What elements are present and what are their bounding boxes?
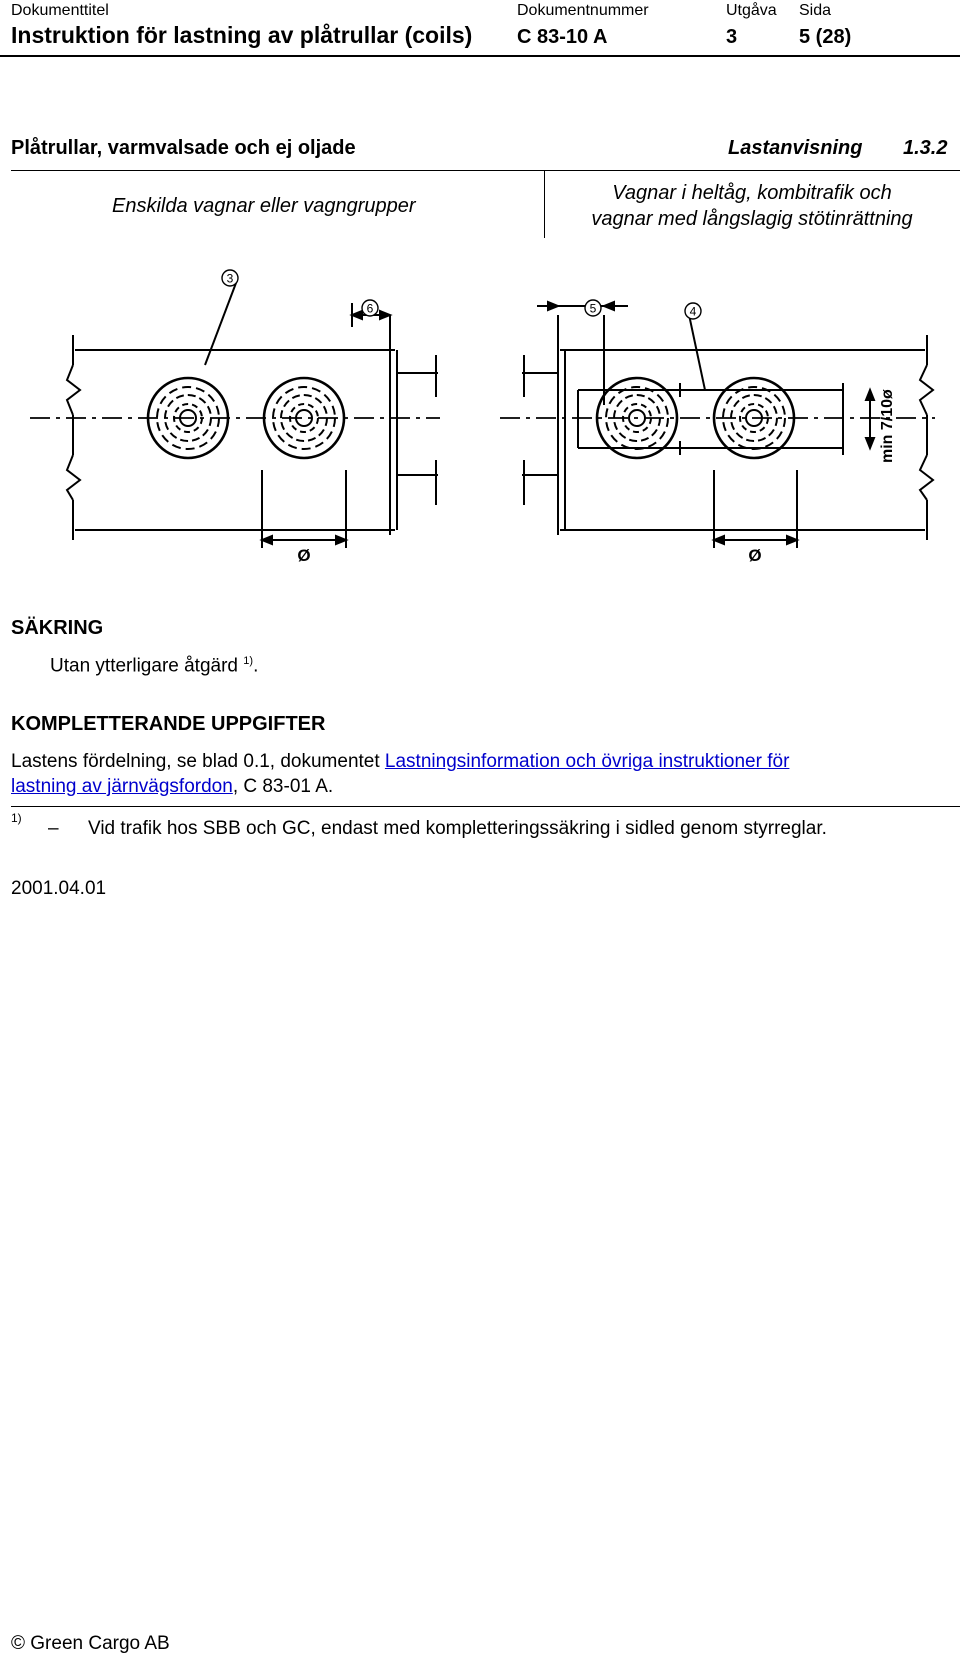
min-dimension-label: min 7/10ø	[879, 389, 896, 463]
footnote-mark: 1)	[11, 811, 22, 825]
footnote-dash: –	[48, 818, 59, 839]
column-right-title-2: vagnar med långslagig stötinrättning	[591, 208, 913, 230]
section-rule	[11, 170, 960, 171]
supplementary-doc-ref: , C 83-01 A.	[232, 776, 334, 797]
securing-ref: 1)	[243, 655, 254, 667]
edition-label: Utgåva	[726, 2, 777, 19]
edition-value: 3	[726, 26, 738, 48]
document-date: 2001.04.01	[11, 878, 107, 899]
diameter-label-left: Ø	[297, 546, 310, 565]
page-label: Sida	[799, 2, 832, 19]
doc-title-label: Dokumenttitel	[11, 2, 109, 19]
securing-heading: SÄKRING	[11, 617, 104, 639]
callout-5: 5	[590, 302, 597, 316]
footnote-text: Vid trafik hos SBB och GC, endast med ko…	[88, 818, 827, 839]
doc-title: Instruktion för lastning av plåtrullar (…	[11, 22, 473, 48]
column-left-title: Enskilda vagnar eller vagngrupper	[112, 195, 416, 217]
section-title: Plåtrullar, varmvalsade och ej oljade	[11, 137, 356, 159]
column-right-title-1: Vagnar i heltåg, kombitrafik och	[612, 182, 892, 204]
section-type: Lastanvisning	[728, 137, 863, 159]
supplementary-line-1: Lastens fördelning, se blad 0.1, dokumen…	[11, 751, 789, 773]
footnote-rule	[11, 806, 960, 807]
page-value: 5 (28)	[799, 26, 852, 48]
reference-link-part-1[interactable]: Lastningsinformation och övriga instrukt…	[384, 751, 790, 772]
copyright-notice: © Green Cargo AB	[11, 1633, 170, 1654]
supplementary-text: Lastens fördelning, se blad 0.1, dokumen…	[11, 751, 385, 772]
callout-4: 4	[690, 305, 697, 319]
doc-number-label: Dokumentnummer	[517, 2, 649, 19]
diameter-label-right: Ø	[748, 546, 761, 565]
column-divider	[544, 170, 545, 238]
header-rule	[0, 55, 960, 57]
securing-text-line: Utan ytterligare åtgärd 1).	[50, 655, 258, 677]
callout-6: 6	[367, 302, 374, 316]
loading-diagram: 3 6 5 4 Ø Ø min 7/10ø	[30, 269, 935, 565]
doc-number: C 83-10 A	[517, 26, 608, 48]
securing-end: .	[253, 655, 259, 677]
securing-text: Utan ytterligare åtgärd	[50, 655, 238, 677]
section-number: 1.3.2	[903, 137, 948, 159]
callout-3: 3	[227, 272, 234, 286]
supplementary-line-2: lastning av järnvägsfordon, C 83-01 A.	[11, 776, 333, 798]
reference-link-part-2[interactable]: lastning av järnvägsfordon	[11, 776, 233, 797]
supplementary-heading: KOMPLETTERANDE UPPGIFTER	[11, 713, 326, 735]
